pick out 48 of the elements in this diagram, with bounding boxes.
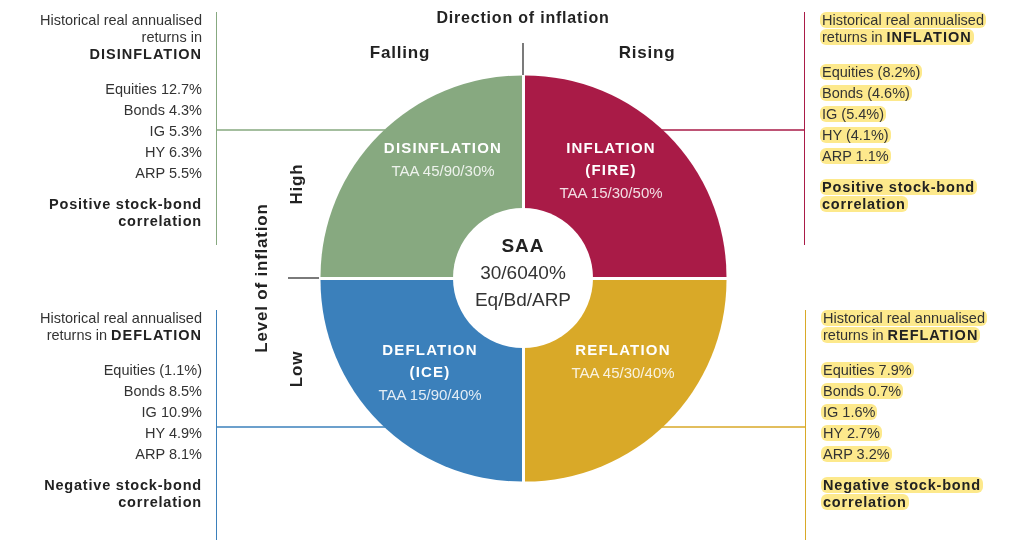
axis-title: Direction of inflation — [436, 9, 610, 27]
return-figure: IG 5.3% — [149, 123, 202, 140]
regime-title: DEFLATION (ICE) — [381, 340, 479, 382]
allocation-text: TAA 15/90/40% — [378, 385, 482, 405]
center-text: 30/6040% — [480, 262, 566, 283]
return-figure: ARP 1.1% — [820, 148, 891, 165]
returns-heading: Historical real annualised returns in DEFLATION — [39, 310, 202, 344]
regime-title: REFLATION — [575, 340, 671, 360]
return-figure: Bonds 8.5% — [123, 383, 202, 400]
return-figure: Bonds 0.7% — [821, 383, 904, 400]
correlation-note: Positive stock-bond correlation — [820, 179, 978, 213]
return-figure: Equities 12.7% — [105, 81, 202, 98]
axis-title: Level of inflation — [252, 203, 272, 353]
return-figure: IG 10.9% — [141, 404, 202, 421]
return-figure: HY (4.1%) — [820, 127, 891, 144]
return-figure: Bonds (4.6%) — [820, 85, 912, 102]
return-figure: HY 4.9% — [145, 425, 202, 442]
center-title: SAA — [501, 235, 545, 256]
return-figure: ARP 8.1% — [135, 446, 202, 463]
allocation-text: TAA 15/30/50% — [559, 183, 663, 203]
returns-heading: Historical real annualised returns in REFLATION — [821, 310, 986, 344]
regime-title: DISINFLATION — [383, 138, 503, 158]
correlation-note: Positive stock-bond correlation — [48, 196, 202, 230]
allocation-text: TAA 45/90/30% — [391, 161, 495, 181]
regime-title: INFLATION (FIRE) — [565, 138, 657, 180]
return-figure: Equities (1.1%) — [103, 362, 202, 379]
return-figure: Bonds 4.3% — [123, 102, 202, 119]
connector-line — [216, 129, 386, 131]
return-figure: IG 1.6% — [821, 404, 878, 421]
returns-heading: Historical real annualised returns in DISINFLATION — [39, 12, 202, 63]
allocation-text: TAA 45/30/40% — [571, 363, 675, 383]
return-figure: HY 2.7% — [821, 425, 882, 442]
axis-label: High — [287, 163, 307, 205]
axis-label: Low — [287, 350, 307, 388]
return-figure: ARP 3.2% — [821, 446, 892, 463]
return-figure: Equities (8.2%) — [820, 64, 923, 81]
correlation-note: Negative stock-bond correlation — [43, 477, 202, 511]
connector-line — [216, 426, 387, 428]
return-figure: HY 6.3% — [145, 144, 202, 161]
axis-label: Rising — [618, 43, 676, 63]
axis-label: Falling — [369, 43, 431, 63]
return-figure: IG (5.4%) — [820, 106, 887, 123]
return-figure: Equities 7.9% — [821, 362, 914, 379]
returns-heading: Historical real annualised returns in INFLATION — [820, 12, 985, 46]
return-figure: ARP 5.5% — [135, 165, 202, 182]
correlation-note: Negative stock-bond correlation — [821, 477, 984, 511]
center-text: Eq/Bd/ARP — [474, 289, 572, 310]
connector-line — [660, 129, 805, 131]
